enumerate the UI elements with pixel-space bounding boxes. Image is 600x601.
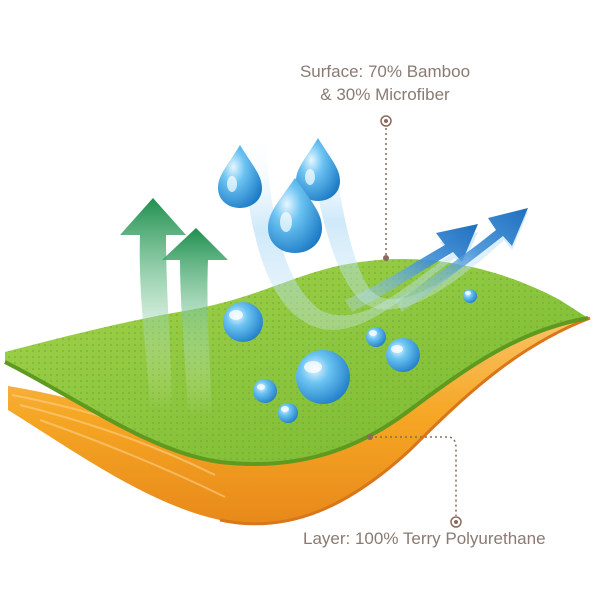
water-bead-icon bbox=[296, 350, 350, 404]
surface-callout-line bbox=[380, 115, 392, 261]
surface-label-line2: & 30% Microfiber bbox=[320, 85, 450, 104]
water-bead-icon bbox=[366, 327, 386, 347]
blue-arrow-curve-icon bbox=[240, 130, 478, 330]
green-arrow-up-icon bbox=[162, 228, 228, 415]
water-bead-icon bbox=[386, 338, 420, 372]
water-drop-icon bbox=[268, 178, 322, 253]
layer-callout-line bbox=[367, 434, 462, 528]
layer-label: Layer: 100% Terry Polyurethane bbox=[303, 529, 546, 548]
green-arrow-up-icon bbox=[120, 198, 186, 410]
top-layer bbox=[4, 259, 589, 466]
blue-arrow-curve-icon bbox=[305, 130, 528, 312]
water-bead-icon bbox=[278, 403, 298, 423]
water-bead-icon bbox=[223, 302, 263, 342]
water-bead-icon bbox=[463, 289, 477, 303]
water-drop-icon bbox=[296, 138, 340, 201]
water-drop-icon bbox=[218, 145, 262, 208]
water-bead-icon bbox=[253, 379, 277, 403]
surface-label: Surface: 70% Bamboo & 30% Microfiber bbox=[270, 60, 500, 106]
surface-label-line1: Surface: 70% Bamboo bbox=[299, 62, 471, 81]
